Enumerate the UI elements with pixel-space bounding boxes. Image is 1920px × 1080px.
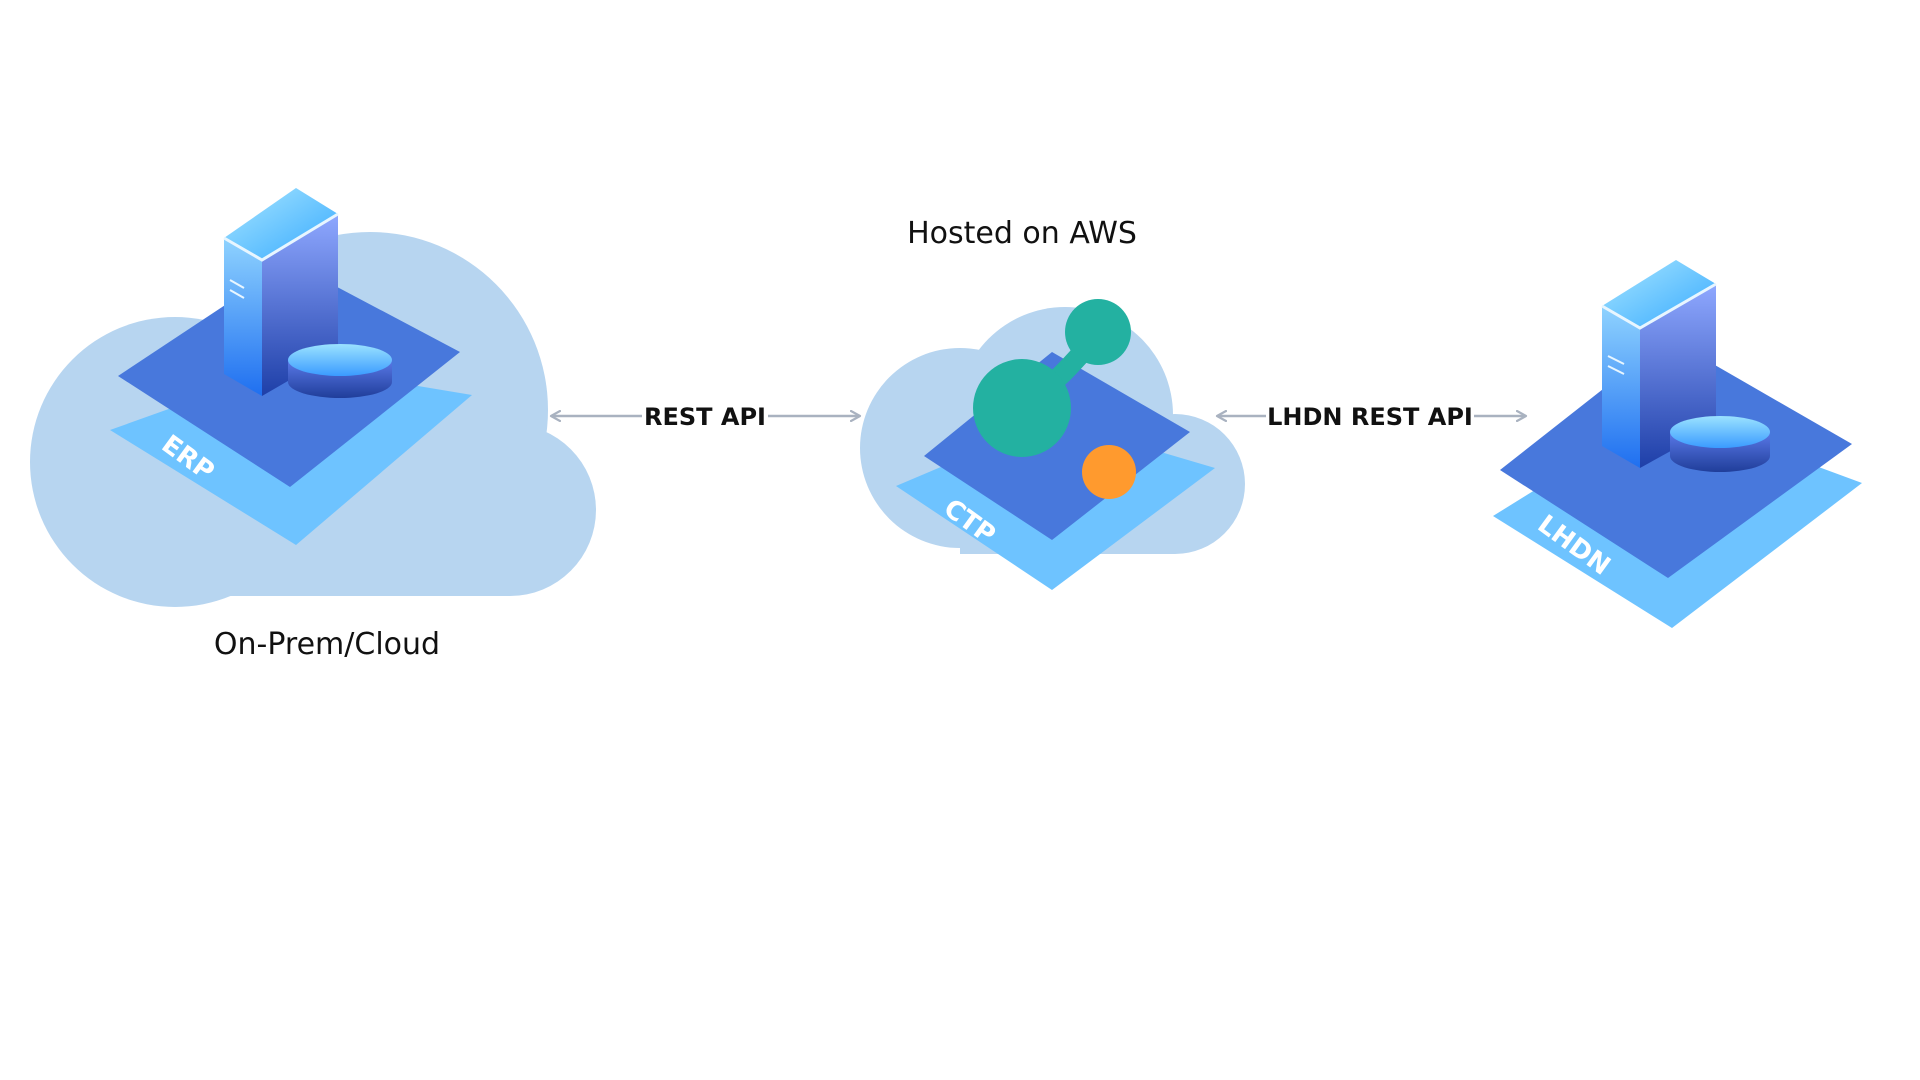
erp-database: [288, 344, 392, 398]
ctp-node: CTP: [860, 299, 1245, 590]
small-teal-node: [1065, 299, 1131, 365]
lhdn-rest-api-connector: LHDN REST API: [1217, 403, 1526, 431]
erp-node: ERP: [30, 188, 596, 607]
lhdn-node: LHDN: [1493, 260, 1862, 628]
hosted-caption: Hosted on AWS: [907, 216, 1137, 251]
rest-api-label: REST API: [644, 403, 766, 431]
lhdn-database: [1670, 416, 1770, 472]
ctp-graph-icon: [973, 299, 1136, 499]
lhdn-rest-api-label: LHDN REST API: [1267, 403, 1473, 431]
large-teal-node: [973, 359, 1071, 457]
rest-api-connector: REST API: [551, 403, 860, 431]
onprem-caption: On-Prem/Cloud: [214, 627, 440, 662]
ctp-platform: CTP: [896, 352, 1215, 590]
orange-node: [1082, 445, 1136, 499]
